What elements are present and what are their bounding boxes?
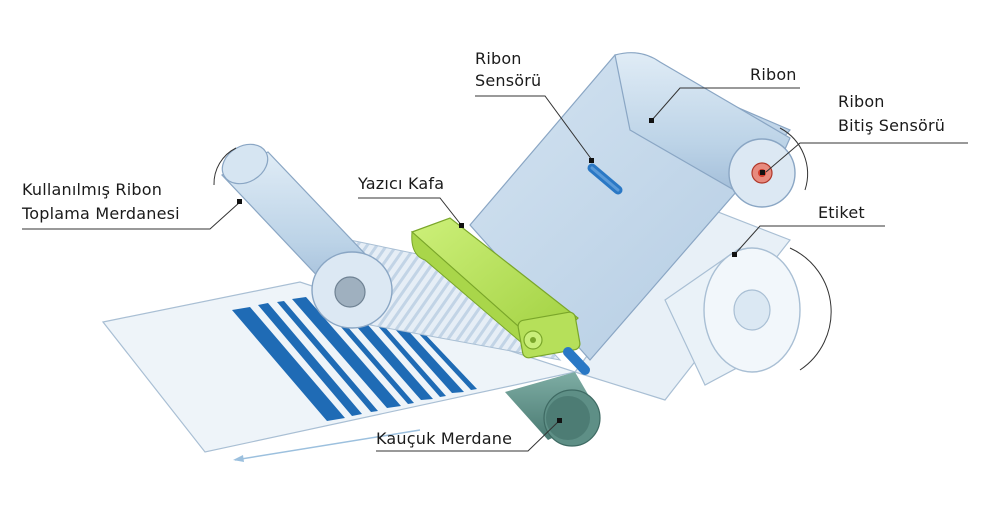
callout-ribbon-sensor — [475, 95, 594, 163]
label-used-ribbon-roller-line2: Toplama Merdanesi — [21, 204, 180, 223]
label-ribbon: Ribon — [750, 65, 797, 84]
rubber-roller — [505, 372, 601, 447]
label-supply-roll — [664, 247, 832, 386]
print-head — [410, 217, 590, 375]
label-label: Etiket — [818, 203, 865, 222]
used-ribbon-take-up-roller — [213, 143, 393, 329]
callout-ribbon — [649, 87, 800, 123]
label-used-ribbon-roller-line1: Kullanılmış Ribon — [22, 180, 162, 199]
label-ribbon-sensor-line2: Sensörü — [475, 71, 541, 90]
ribbon-sensor-icon — [587, 163, 623, 195]
label-rubber-roller: Kauçuk Merdane — [376, 429, 512, 448]
callout-used-ribbon-roller — [22, 199, 242, 230]
label-print-head: Yazıcı Kafa — [357, 174, 444, 193]
callout-ribbon-end-sensor — [760, 142, 968, 175]
label-ribbon-sensor-line1: Ribon — [475, 49, 522, 68]
callout-label — [732, 225, 885, 257]
feed-direction-arrow — [233, 429, 421, 462]
label-ribbon-end-sensor-line1: Ribon — [838, 92, 885, 111]
callout-rubber-roller — [376, 418, 562, 452]
label-ribbon-end-sensor-line2: Bitiş Sensörü — [838, 116, 945, 135]
callout-print-head — [358, 197, 464, 228]
